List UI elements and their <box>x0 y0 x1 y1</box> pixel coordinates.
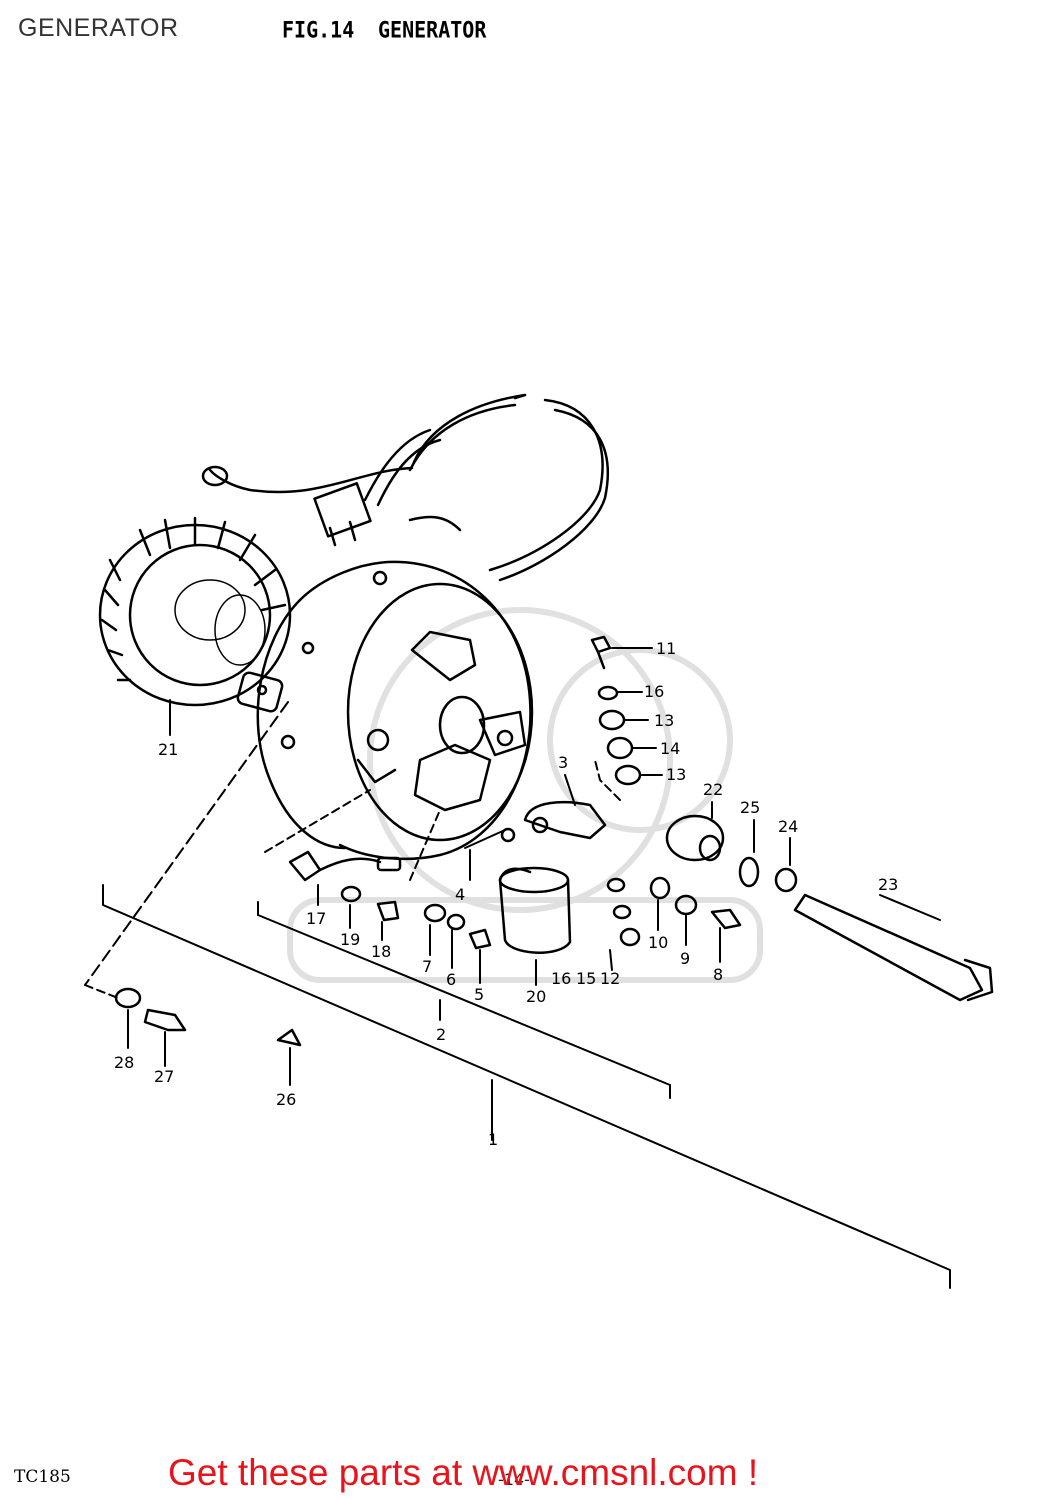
callout-labels: 1 2 3 4 5 6 7 8 9 10 11 12 13 13 14 15 1… <box>114 639 898 1149</box>
callout-17: 17 <box>306 909 326 928</box>
callout-26: 26 <box>276 1090 296 1109</box>
callout-24: 24 <box>778 817 798 836</box>
callout-6: 6 <box>446 970 456 989</box>
figure-label: FIG.14 <box>282 16 355 44</box>
callout-14: 14 <box>660 739 680 758</box>
page-title: GENERATOR <box>18 14 179 42</box>
callout-1: 1 <box>488 1130 498 1149</box>
callout-7: 7 <box>422 957 432 976</box>
callout-18: 18 <box>371 942 391 961</box>
callout-27: 27 <box>154 1067 174 1086</box>
callout-3: 3 <box>558 753 568 772</box>
callout-11: 11 <box>656 639 676 658</box>
callout-9: 9 <box>680 949 690 968</box>
callout-4: 4 <box>455 885 465 904</box>
callout-2: 2 <box>436 1025 446 1044</box>
callout-19: 19 <box>340 930 360 949</box>
callout-5: 5 <box>474 985 484 1004</box>
page-number: -14- <box>498 1470 530 1489</box>
callout-13a: 13 <box>654 711 674 730</box>
stator-lead <box>236 671 284 713</box>
flywheel-housing <box>256 560 534 861</box>
callout-21: 21 <box>158 740 178 759</box>
callout-25: 25 <box>740 798 760 817</box>
callout-28: 28 <box>114 1053 134 1072</box>
callout-10: 10 <box>648 933 668 952</box>
leader-lines <box>84 647 951 1289</box>
callout-16a: 16 <box>644 682 664 701</box>
callout-20: 20 <box>526 987 546 1006</box>
model-code: TC185 <box>14 1467 71 1487</box>
cta-link-text[interactable]: Get these parts at www.cmsnl.com ! <box>168 1452 759 1493</box>
small-parts <box>114 635 994 1047</box>
figure-name: GENERATOR <box>378 16 487 44</box>
stator-coil <box>98 516 292 707</box>
callout-8: 8 <box>713 965 723 984</box>
callout-23: 23 <box>878 875 898 894</box>
watermark <box>287 607 763 983</box>
callout-22: 22 <box>703 780 723 799</box>
callout-16b: 16 <box>551 969 571 988</box>
wire-harness <box>201 393 610 582</box>
callout-13b: 13 <box>666 765 686 784</box>
callout-15: 15 <box>576 969 596 988</box>
callout-12: 12 <box>600 969 620 988</box>
